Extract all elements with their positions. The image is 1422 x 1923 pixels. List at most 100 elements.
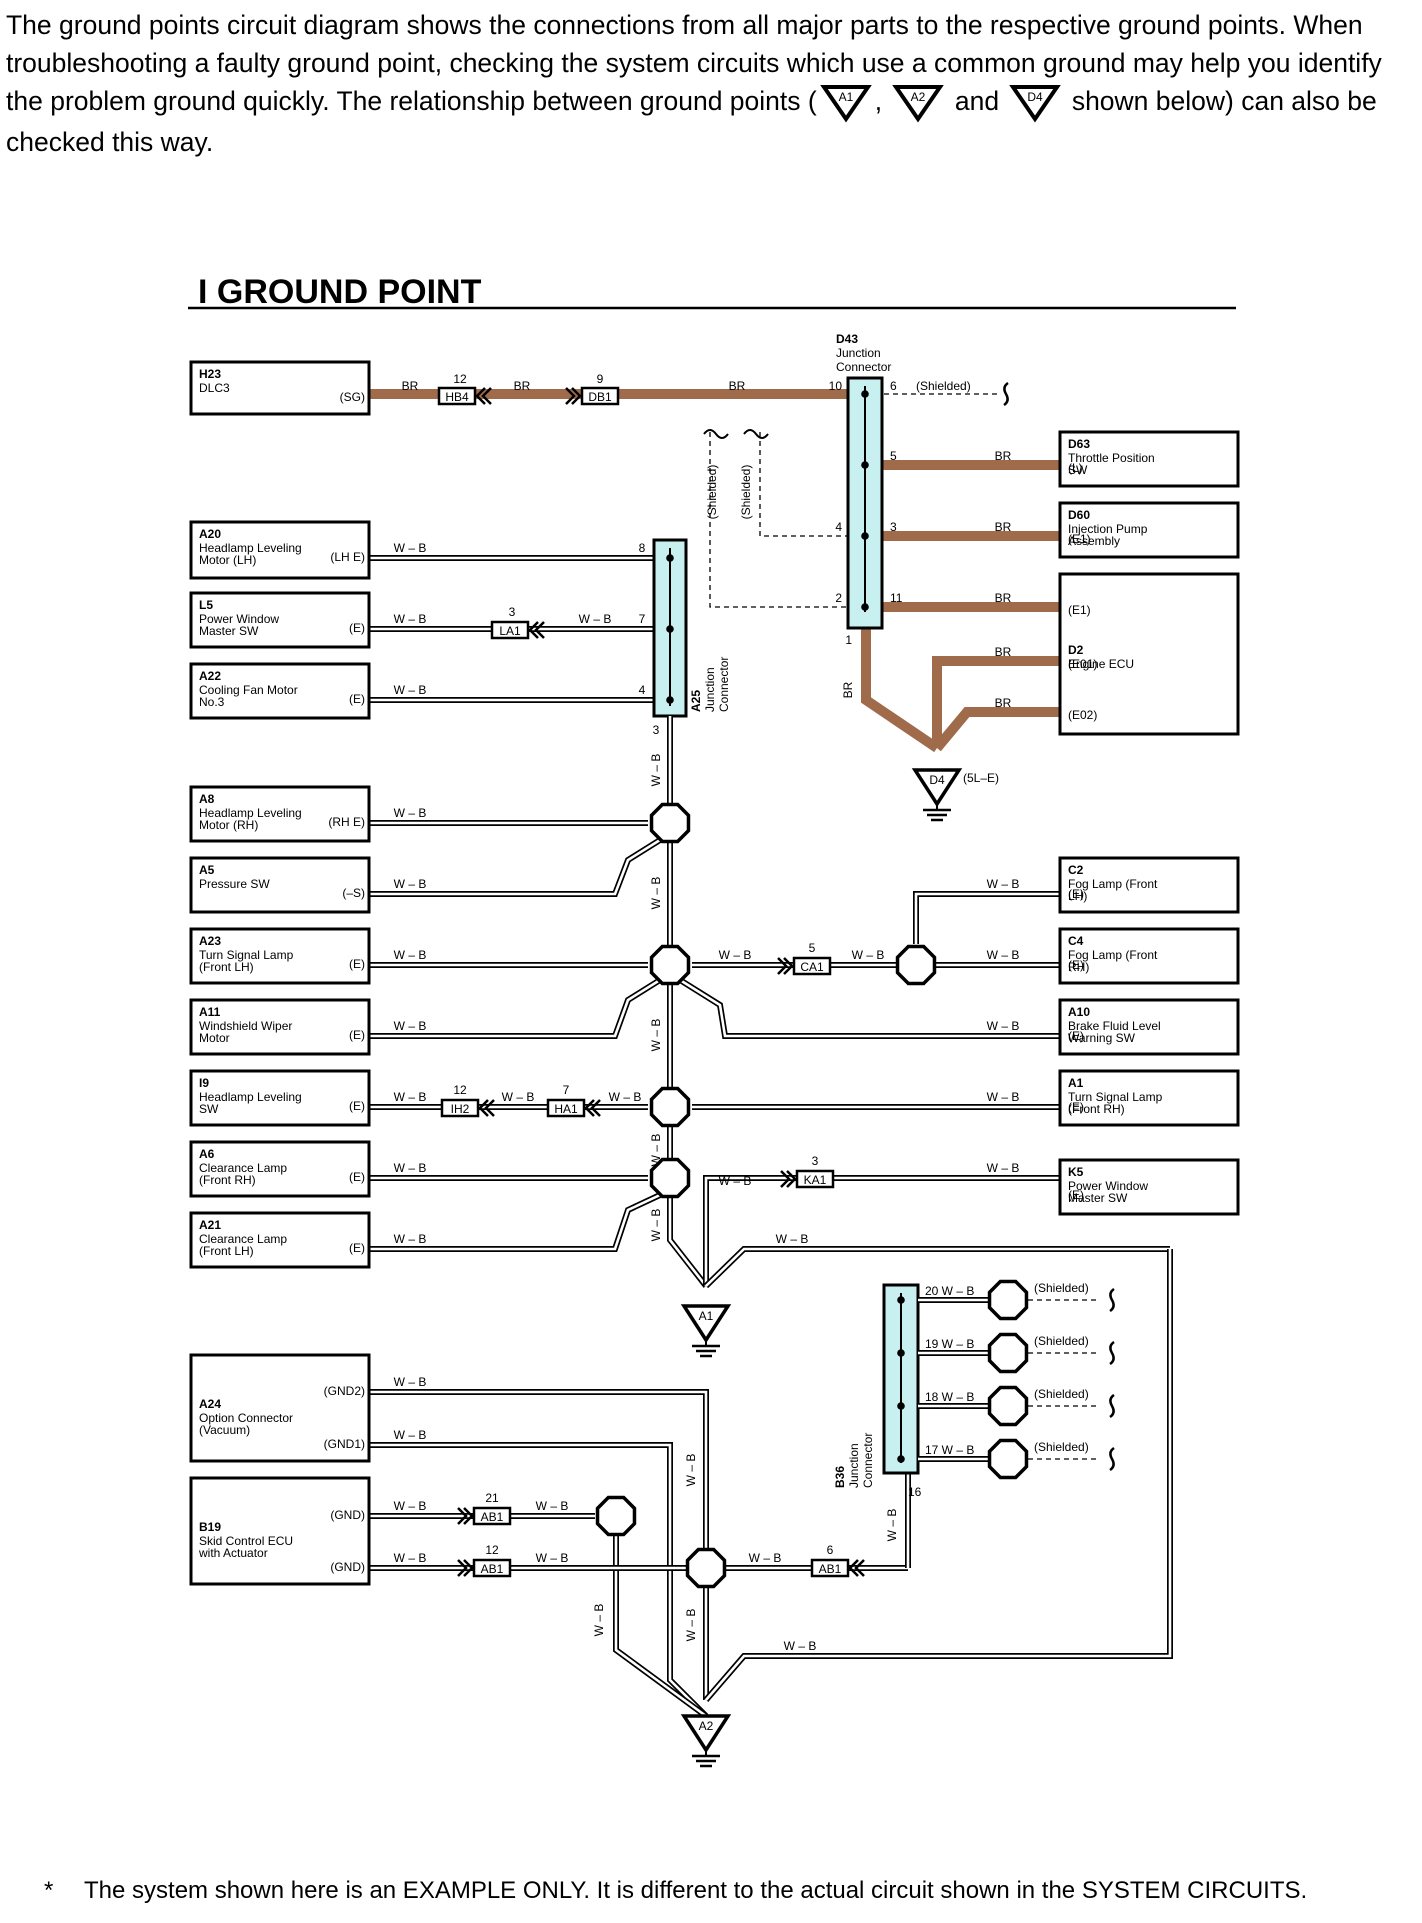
junction-dot	[861, 461, 869, 469]
wire-color-label: W – B	[987, 877, 1020, 891]
component-id: D2	[1068, 643, 1084, 657]
inline-connector-box	[472, 1506, 512, 1526]
connector-arrow	[590, 1099, 601, 1117]
component-name: No.3	[199, 695, 225, 709]
wire-color-label: W – B	[719, 948, 752, 962]
wire-color-label: W – B	[394, 683, 427, 697]
wb-wire	[913, 891, 1060, 944]
wire-color-label: W – B	[609, 1090, 642, 1104]
connector-arrow	[457, 1507, 468, 1525]
inline-connector-box	[472, 1558, 512, 1578]
splice-octagon	[649, 944, 691, 986]
wb-wire	[914, 892, 1060, 944]
pin-number: 10	[829, 379, 843, 393]
wire-color-label: BR	[995, 696, 1012, 710]
junction-dot	[861, 532, 869, 540]
wire-color-label: W – B	[394, 948, 427, 962]
wire-color-label: W – B	[394, 806, 427, 820]
inline-connector-label: KA1	[804, 1173, 827, 1187]
splice-octagon	[987, 1279, 1029, 1321]
pin-label: (GND1)	[324, 1437, 365, 1451]
component-box-b19	[189, 1476, 371, 1586]
wire-color-label: 19 W – B	[925, 1337, 974, 1351]
shield-end	[1003, 381, 1009, 407]
component-name: (Front RH)	[1068, 1102, 1125, 1116]
component-name: (Front LH)	[199, 960, 254, 974]
wire-color-label: BR	[729, 379, 746, 393]
wire-color-label: BR	[841, 681, 855, 698]
pin-label: (L)	[1068, 461, 1083, 475]
pin-label: (GND2)	[324, 1384, 365, 1398]
connector-arrow	[854, 1559, 865, 1577]
component-name: Brake Fluid Level	[1068, 1019, 1161, 1033]
shielded-label: (Shielded)	[705, 465, 719, 520]
ground-symbol-a1	[680, 1304, 732, 1344]
component-id: A21	[199, 1218, 221, 1232]
connector-arrow	[777, 957, 788, 975]
pin-number: 7	[563, 1083, 570, 1097]
wire-color-label: BR	[995, 591, 1012, 605]
component-id: B19	[199, 1520, 221, 1534]
component-name: SW	[1068, 463, 1088, 477]
junction-name: Junction	[847, 1443, 861, 1488]
wire-color-label: W – B	[394, 1375, 427, 1389]
wire-color-label: W – B	[749, 1551, 782, 1565]
component-box-d2	[1058, 572, 1240, 736]
wb-wire	[703, 1249, 1173, 1702]
component-box-a1	[1058, 1069, 1240, 1127]
component-name: Power Window	[1068, 1179, 1148, 1193]
junction-dot	[897, 1349, 905, 1357]
wire-color-label: W – B	[649, 1019, 663, 1052]
wb-wire	[679, 978, 1060, 1038]
splice-octagon	[649, 1157, 691, 1199]
wire-color-label: W – B	[394, 1499, 427, 1513]
component-name: Motor (LH)	[199, 553, 256, 567]
inline-connector-box	[795, 1169, 835, 1189]
wb-wire	[705, 1249, 1172, 1701]
connector-arrow	[534, 621, 545, 639]
shield-end	[1109, 1446, 1115, 1472]
component-box-a21	[189, 1211, 371, 1269]
component-box-c4	[1058, 927, 1240, 985]
intro-text-2: shown below) can also be checked this wa…	[6, 86, 1377, 157]
wire-color-label: BR	[995, 449, 1012, 463]
component-id: H23	[199, 367, 221, 381]
wire-color-label: W – B	[394, 1090, 427, 1104]
component-name: Fog Lamp (Front	[1068, 877, 1158, 891]
intro-sep-2: and	[954, 86, 1000, 116]
inline-connector-box	[490, 620, 530, 640]
wire-color-label: 20 W – B	[925, 1284, 974, 1298]
connector-arrow	[475, 387, 486, 405]
wb-wire	[705, 1247, 1170, 1287]
ground-point-a1-symbol: A1	[819, 83, 873, 123]
component-id: I9	[199, 1076, 209, 1090]
pin-number: 12	[485, 1543, 499, 1557]
pin-label: (E1)	[1068, 603, 1091, 617]
junction-dot	[897, 1455, 905, 1463]
wire-color-label: W – B	[684, 1609, 698, 1642]
component-name: Engine ECU	[1068, 657, 1134, 671]
pin-number: 12	[453, 1083, 467, 1097]
component-name: Master SW	[199, 624, 259, 638]
component-id: A23	[199, 934, 221, 948]
shielded-label: (Shielded)	[916, 379, 971, 393]
component-name: Assembly	[1068, 534, 1120, 548]
inline-connector-label: HB4	[445, 390, 469, 404]
component-name: Option Connector	[199, 1411, 293, 1425]
wire-color-label: W – B	[536, 1499, 569, 1513]
ground-note: (5L–E)	[963, 771, 999, 785]
component-name: Motor (RH)	[199, 818, 258, 832]
inline-connector-box	[792, 956, 832, 976]
junction-dot	[897, 1402, 905, 1410]
inline-connector-label: CA1	[800, 960, 824, 974]
footnote-star: *	[44, 1877, 54, 1904]
pin-label: (E)	[349, 1241, 365, 1255]
wire-color-label: W – B	[394, 877, 427, 891]
wb-wire	[704, 1176, 1060, 1286]
shield-line	[709, 432, 848, 608]
footnote-text: The system shown here is an EXAMPLE ONLY…	[84, 1877, 1308, 1904]
ground-label: A1	[699, 1309, 714, 1323]
wire-color-label: W – B	[394, 1551, 427, 1565]
shielded-label: (Shielded)	[1034, 1334, 1089, 1348]
